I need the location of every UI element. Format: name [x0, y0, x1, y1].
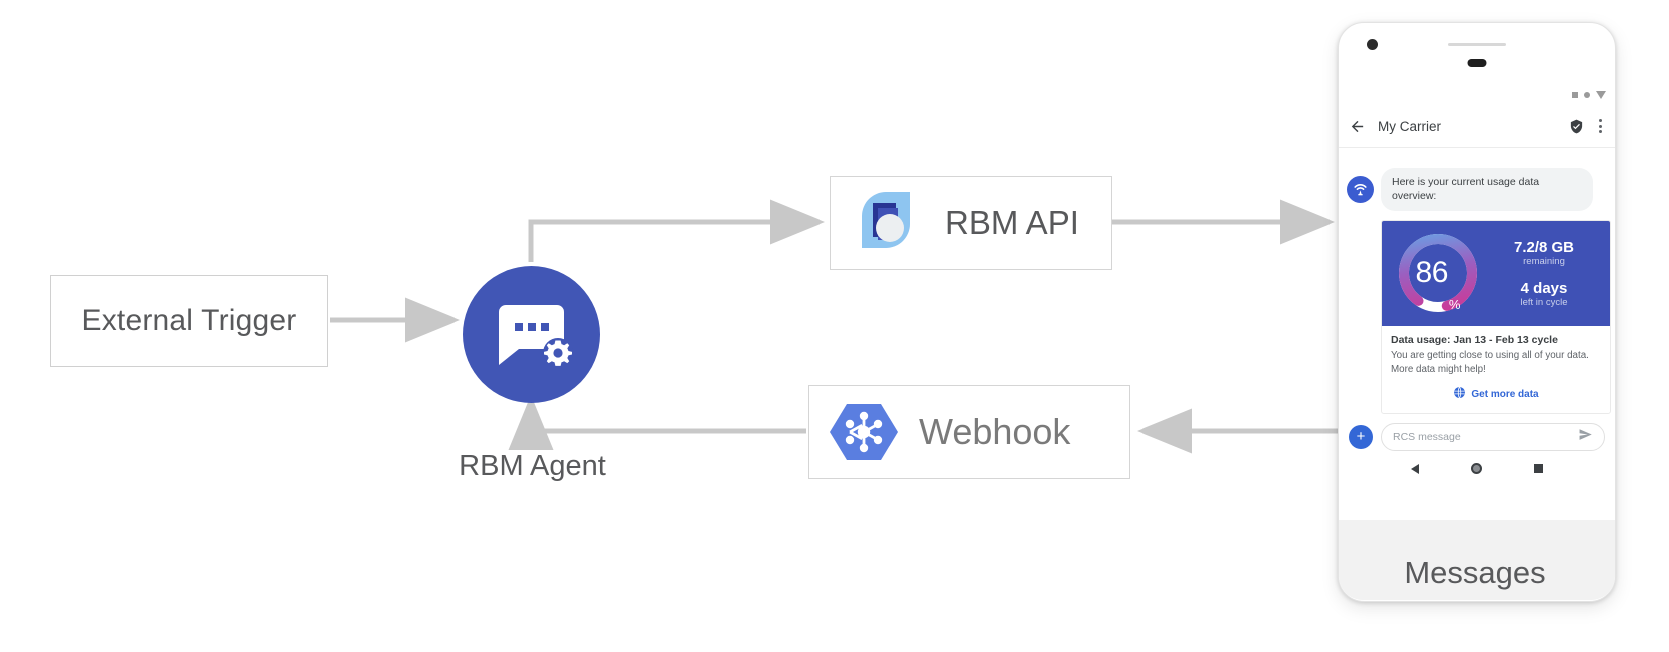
card-description: You are getting close to using all of yo… [1391, 349, 1589, 375]
get-more-data-button[interactable]: Get more data [1391, 386, 1601, 404]
home-circle-icon[interactable] [1471, 463, 1482, 475]
app-bar: My Carrier [1339, 105, 1615, 148]
data-remaining-value: 7.2/8 GB [1513, 238, 1575, 256]
rich-card[interactable]: 86 % 7.2/8 GB remaining 4 days left in c… [1381, 219, 1611, 414]
more-vertical-icon[interactable] [1596, 117, 1605, 135]
incoming-message-row: Here is your current usage data overview… [1347, 168, 1607, 211]
front-camera-icon [1367, 39, 1378, 50]
phone-bottom-bezel [1339, 520, 1615, 600]
sensor-notch [1467, 59, 1487, 67]
circle-icon [1584, 92, 1590, 98]
webhook-icon-wrap [821, 399, 907, 465]
gauge-percent-value: 86 [1415, 256, 1449, 290]
rbm-api-icon-wrap [845, 190, 929, 256]
arrow-left-icon[interactable] [1349, 118, 1366, 135]
rbm-api-droplet-icon [862, 192, 910, 248]
square-icon [1572, 92, 1578, 98]
incoming-message-bubble: Here is your current usage data overview… [1381, 168, 1593, 211]
days-left-value: 4 days [1520, 279, 1568, 297]
rbm-agent-node[interactable] [463, 266, 600, 403]
globe-icon [1453, 386, 1466, 404]
card-title: Data usage: Jan 13 - Feb 13 cycle [1391, 333, 1558, 346]
recents-square-icon[interactable] [1534, 464, 1543, 474]
phone-screen: My Carrier [1339, 85, 1615, 520]
back-triangle-icon[interactable] [1411, 463, 1419, 474]
webhook-label: Webhook [919, 411, 1071, 452]
data-remaining-caption: remaining [1523, 255, 1565, 267]
status-bar [1339, 85, 1615, 105]
rbm-agent-circle [463, 266, 600, 403]
rcs-message-placeholder: RCS message [1393, 430, 1461, 443]
earpiece-speaker [1448, 43, 1506, 46]
conversation-area: Here is your current usage data overview… [1339, 148, 1615, 414]
card-body: Data usage: Jan 13 - Feb 13 cycle You ar… [1382, 326, 1610, 413]
card-stats: 7.2/8 GB remaining 4 days left in cycle [1486, 239, 1606, 309]
gauge-percent: 86 % [1390, 225, 1486, 321]
chat-bubble-gear-icon [499, 305, 573, 368]
conversation-title: My Carrier [1378, 118, 1441, 134]
messages-label: Messages [1404, 555, 1546, 590]
carrier-antenna-icon [1347, 175, 1374, 203]
data-usage-gauge: 86 % [1390, 225, 1486, 321]
get-more-data-label: Get more data [1471, 389, 1539, 401]
external-trigger-label: External Trigger [81, 304, 297, 337]
card-hero: 86 % 7.2/8 GB remaining 4 days left in c… [1382, 220, 1610, 326]
rbm-api-node[interactable]: RBM API [830, 176, 1112, 270]
external-trigger-node[interactable]: External Trigger [50, 275, 328, 367]
rcs-message-input[interactable]: RCS message [1381, 422, 1605, 451]
gauge-percent-symbol: % [1448, 297, 1461, 313]
android-phone-mockup: My Carrier [1338, 22, 1616, 602]
message-composer: + RCS message [1339, 413, 1615, 455]
verified-shield-icon[interactable] [1569, 119, 1584, 134]
rbm-api-label: RBM API [945, 204, 1079, 241]
phone-top-bezel [1339, 23, 1615, 85]
plus-icon[interactable]: + [1349, 424, 1373, 449]
days-left-caption: left in cycle [1520, 297, 1568, 309]
rbm-agent-label: RBM Agent [459, 450, 606, 482]
webhook-node[interactable]: Webhook [808, 385, 1130, 479]
webhook-hexagon-icon [830, 404, 898, 460]
triangle-down-icon [1596, 91, 1606, 99]
android-nav-bar [1339, 454, 1615, 483]
send-icon[interactable] [1578, 427, 1593, 447]
